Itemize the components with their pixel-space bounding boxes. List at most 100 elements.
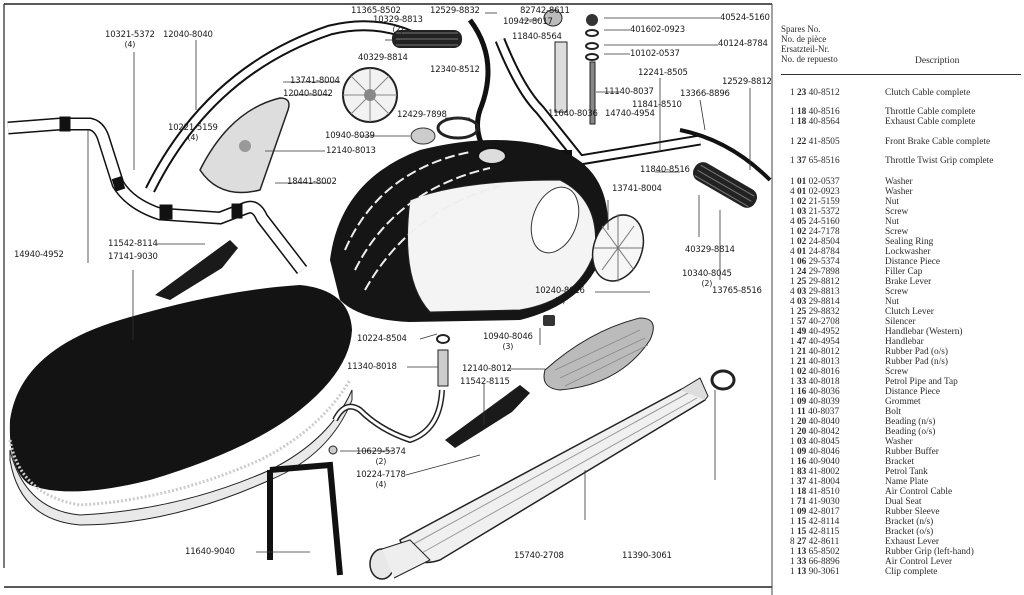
- part-qty: 1: [790, 307, 797, 317]
- part-number: 1 57 40-2708: [790, 317, 840, 327]
- part-number: 1 25 29-8832: [790, 307, 840, 317]
- part-code: 25: [796, 277, 807, 287]
- part-number: 1 18 40-8516: [790, 107, 840, 117]
- callout-label: 12429-7898: [397, 110, 447, 120]
- part-code: 03: [796, 297, 807, 307]
- seat-bracket-drawing: [267, 461, 343, 576]
- callout-40124-8784: 40124-8784: [718, 40, 768, 49]
- callout-11542-8115: 11542-8115: [460, 378, 510, 387]
- header-ersatzteil: Ersatzteil-Nr.: [781, 44, 830, 54]
- part-description: Beading (n/s): [885, 417, 936, 427]
- part-code: 09: [796, 447, 807, 457]
- part-number: 1 33 66-8896: [790, 557, 840, 567]
- part-code: 33: [796, 377, 807, 387]
- callout-13366-8896: 13366-8896: [680, 90, 730, 99]
- part-qty: 1: [790, 377, 797, 387]
- part-description: Washer: [885, 187, 913, 197]
- part-description: Nut: [885, 297, 899, 307]
- part-suffix: 40-8036: [806, 387, 840, 397]
- part-qty: 1: [790, 427, 797, 437]
- part-code: 03: [796, 287, 807, 297]
- callout-14740-4954: 14740-4954: [605, 110, 655, 119]
- part-number: 4 05 24-5160: [790, 217, 840, 227]
- part-suffix: 29-8812: [806, 277, 840, 287]
- part-suffix: 40-8564: [806, 117, 840, 127]
- part-suffix: 29-8832: [806, 307, 840, 317]
- petrol-pipe-tap: [332, 334, 450, 444]
- clip-drawing: [710, 369, 736, 391]
- part-number: 1 49 40-4952: [790, 327, 840, 337]
- callout-label: 12040-8042: [283, 89, 333, 99]
- part-suffix: 40-8516: [806, 107, 840, 117]
- part-suffix: 02-0923: [806, 187, 840, 197]
- part-suffix: 42-8114: [806, 517, 840, 527]
- part-code: 37: [796, 477, 807, 487]
- part-suffix: 40-8046: [806, 447, 840, 457]
- callout-label: 10102-0537: [630, 49, 680, 59]
- part-code: 27: [796, 537, 807, 547]
- part-code: 22: [796, 137, 807, 147]
- callout-10224-8504: 10224-8504: [357, 335, 407, 344]
- part-number: 1 02 24-7178: [790, 227, 840, 237]
- callout-18441-8002: 18441-8002: [287, 178, 337, 187]
- part-qty: 1: [790, 457, 797, 467]
- callout-label: 10224-7178: [356, 470, 406, 480]
- part-qty: 1: [790, 437, 797, 447]
- callout-10629-5374: 10629-5374(2): [356, 448, 406, 467]
- rubber-sleeve-drawing: [543, 9, 563, 27]
- part-qty: 1: [790, 447, 797, 457]
- callout-label: 10942-8017: [503, 17, 553, 27]
- callout-label: 14740-4954: [605, 109, 655, 119]
- callout-11640-8036: 11640-8036: [548, 110, 598, 119]
- part-description: Washer: [885, 437, 913, 447]
- part-code: 20: [796, 427, 807, 437]
- callout-11140-8037: 11140-8037: [604, 88, 654, 97]
- part-code: 18: [796, 107, 807, 117]
- part-number: 1 15 42-8115: [790, 527, 839, 537]
- part-description: Bracket (o/s): [885, 527, 934, 537]
- knee-pad-left: [199, 97, 290, 194]
- part-code: 21: [796, 347, 807, 357]
- western-handlebar: [7, 116, 308, 274]
- callout-label: 18441-8002: [287, 177, 337, 187]
- part-suffix: 40-4954: [806, 337, 840, 347]
- callout-label: 10224-8504: [357, 334, 407, 344]
- callout-82742-8611: 82742-8611: [520, 7, 570, 16]
- part-code: 71: [796, 497, 807, 507]
- callout-10340-8045: 10340-8045(2): [682, 270, 732, 289]
- part-code: 83: [796, 467, 807, 477]
- callout-40524-5160: 40524-5160: [720, 14, 770, 23]
- callout-label: 11140-8037: [604, 87, 654, 97]
- part-suffix: 24-7178: [806, 227, 840, 237]
- callout-qty: (2): [392, 25, 404, 34]
- callout-label: 13741-8004: [290, 76, 340, 86]
- part-number: 1 47 40-4954: [790, 337, 840, 347]
- part-number: 1 09 42-8017: [790, 507, 840, 517]
- callout-40329-8814-side: 40329-8814: [685, 246, 735, 255]
- part-qty: 4: [790, 187, 797, 197]
- part-code: 16: [796, 457, 807, 467]
- callout-label: 11365-8502: [351, 6, 401, 16]
- header-divider: [781, 74, 1021, 75]
- part-suffix: 65-8516: [806, 156, 840, 166]
- part-suffix: 24-5160: [806, 217, 840, 227]
- callout-qty: (2): [554, 296, 566, 305]
- part-code: 03: [796, 437, 807, 447]
- callout-label: 11340-8018: [347, 362, 397, 372]
- part-qty: 4: [790, 247, 797, 257]
- part-qty: 8: [790, 537, 797, 547]
- part-description: Washer: [885, 177, 913, 187]
- callout-11840-8564: 11840-8564: [512, 33, 562, 42]
- bracket-os-drawing: [445, 385, 530, 448]
- part-description: Nut: [885, 217, 899, 227]
- part-qty: 1: [790, 557, 797, 567]
- callout-label: 17141-9030: [108, 252, 158, 262]
- part-description: Brake Lever: [885, 277, 932, 287]
- callout-10321-5372: 10321-5372(4): [105, 31, 155, 50]
- part-qty: 1: [790, 137, 797, 147]
- part-code: 01: [796, 177, 807, 187]
- part-number: 4 03 29-8814: [790, 297, 840, 307]
- nut-drawing: [586, 14, 598, 26]
- callout-label: 11390-3061: [622, 551, 672, 561]
- part-suffix: 90-3061: [806, 567, 840, 577]
